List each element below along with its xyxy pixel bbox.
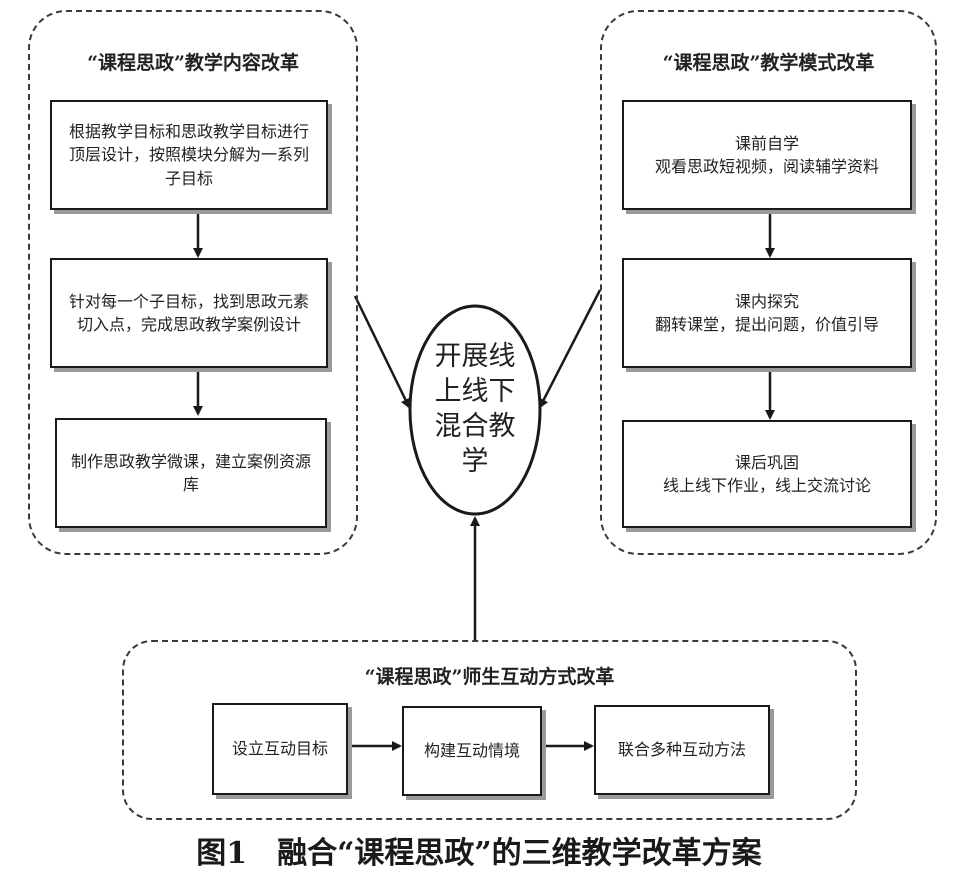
content-step-1: 根据教学目标和思政教学目标进行顶层设计，按照模块分解为一系列子目标 [50, 100, 328, 210]
arrow-content-to-center [353, 295, 411, 409]
interaction-step-2-text: 构建互动情境 [423, 741, 520, 761]
content-step-3-text: 制作思政教学微课，建立案例资源库 [70, 451, 311, 494]
figure-caption: 图1 融合“课程思政”的三维教学改革方案 [196, 836, 762, 871]
mode-step-3-title: 课后巩固 [734, 452, 799, 472]
interaction-step-1-text: 设立互动目标 [231, 739, 328, 759]
interaction-step-3: 联合多种互动方法 [594, 705, 770, 795]
arrow-mode-to-center [538, 289, 602, 409]
interaction-reform-title: “课程思政”师生互动方式改革 [364, 666, 615, 688]
content-step-2: 针对每一个子目标，找到思政元素切入点，完成思政教学案例设计 [50, 258, 328, 368]
mode-step-2: 课内探究 翻转课堂，提出问题，价值引导 [622, 258, 912, 368]
mode-step-2-detail: 翻转课堂，提出问题，价值引导 [654, 315, 879, 334]
mode-step-3: 课后巩固 线上线下作业，线上交流讨论 [622, 420, 912, 528]
content-reform-title: “课程思政”教学内容改革 [87, 52, 299, 74]
mode-step-1-title: 课前自学 [734, 133, 799, 153]
interaction-step-1: 设立互动目标 [212, 703, 348, 795]
interaction-step-2: 构建互动情境 [402, 706, 542, 796]
content-step-1-text: 根据教学目标和思政教学目标进行顶层设计，按照模块分解为一系列子目标 [68, 122, 309, 188]
mode-step-3-detail: 线上线下作业，线上交流讨论 [662, 476, 871, 495]
mode-step-1: 课前自学 观看思政短视频，阅读辅学资料 [622, 100, 912, 210]
mode-step-2-title: 课内探究 [734, 291, 799, 311]
center-oval [408, 304, 542, 516]
center-label-wrap: 开展线上线下混合教学 [414, 314, 536, 504]
mode-reform-group [600, 10, 937, 555]
mode-reform-title: “课程思政”教学模式改革 [662, 52, 875, 74]
content-step-3: 制作思政教学微课，建立案例资源库 [55, 418, 327, 528]
interaction-step-3-text: 联合多种互动方法 [617, 740, 746, 760]
center-label: 开展线上线下混合教学 [434, 340, 516, 478]
mode-step-1-detail: 观看思政短视频，阅读辅学资料 [654, 157, 879, 176]
interaction-reform-group [122, 640, 857, 820]
content-reform-group [28, 10, 358, 555]
content-step-2-text: 针对每一个子目标，找到思政元素切入点，完成思政教学案例设计 [68, 291, 309, 334]
